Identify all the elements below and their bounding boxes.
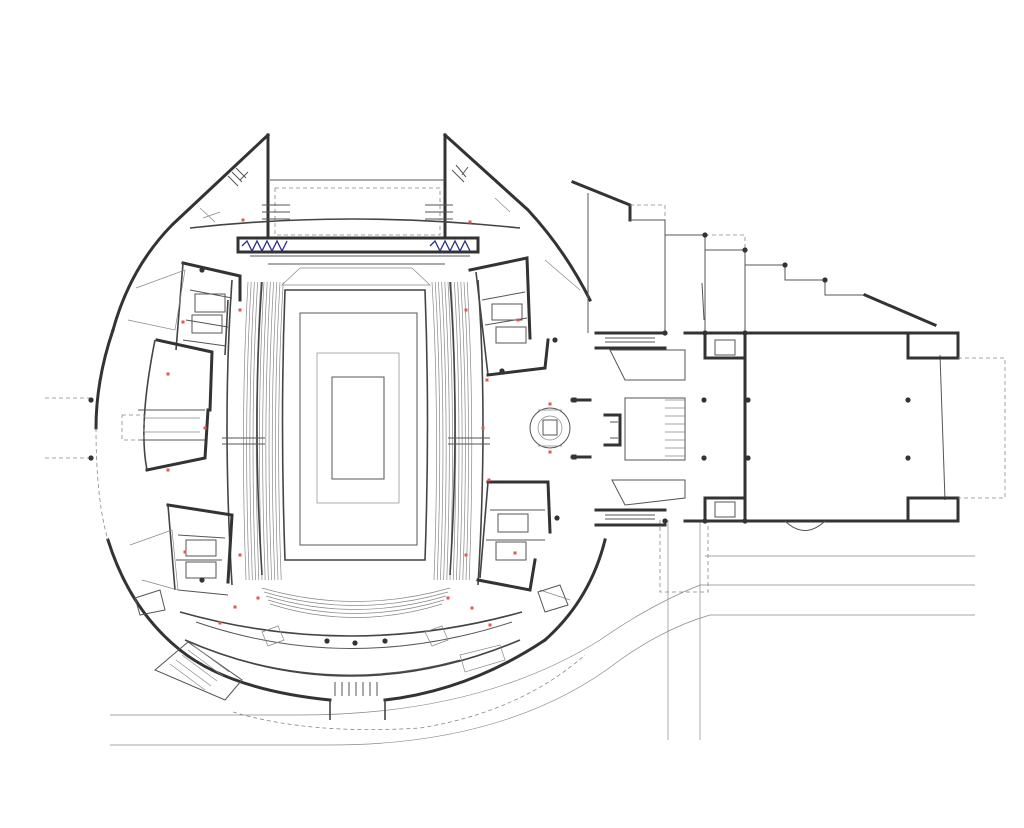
seating-row-east (444, 281, 450, 581)
seating-row-west (268, 281, 274, 581)
seating-row-west (271, 281, 278, 581)
seating-row-east (434, 281, 441, 581)
seating-row-west (278, 281, 284, 581)
column (742, 330, 748, 336)
red-marker (166, 372, 170, 376)
exit-markers (166, 218, 552, 627)
seating-row-east (466, 281, 473, 581)
red-marker (238, 553, 242, 557)
structural-columns (88, 232, 911, 646)
column (199, 267, 205, 273)
seating-row-south (267, 599, 445, 614)
column (905, 455, 911, 461)
red-marker (166, 468, 170, 472)
east-hall (683, 331, 1006, 531)
column (702, 518, 708, 524)
aisle-east (448, 437, 490, 445)
red-marker (468, 220, 472, 224)
red-marker (181, 320, 185, 324)
column (905, 397, 911, 403)
mechanical-left (241, 239, 288, 253)
column (782, 262, 788, 268)
column (745, 397, 751, 403)
red-marker (513, 551, 517, 555)
red-marker (548, 402, 552, 406)
east-rooms (468, 256, 581, 601)
arena-shell (94, 132, 607, 731)
red-marker (470, 606, 474, 610)
arena-floor (281, 289, 429, 561)
red-marker (203, 426, 207, 430)
column (662, 518, 668, 524)
red-marker (218, 621, 222, 625)
seating-row-south (265, 595, 447, 610)
seating-inner-east (449, 281, 456, 576)
seating-row-south (269, 603, 443, 618)
column (499, 368, 505, 374)
column (199, 577, 205, 583)
red-marker (548, 450, 552, 454)
seating-row-east (463, 281, 469, 581)
seating-row-east (460, 281, 466, 581)
column (662, 330, 668, 336)
column (88, 397, 94, 403)
red-marker (233, 605, 237, 609)
north-stage (199, 164, 511, 286)
red-marker (485, 378, 489, 382)
seating-row-south (263, 591, 449, 606)
column (382, 638, 388, 644)
column (702, 232, 708, 238)
seating-row-west (252, 281, 258, 581)
seating-row-west (265, 281, 271, 581)
column (554, 515, 560, 521)
seating-row-west (243, 281, 249, 581)
red-marker (516, 318, 520, 322)
red-marker (464, 553, 468, 557)
seating-edge-east (477, 279, 484, 586)
column (324, 638, 330, 644)
seating (222, 279, 490, 618)
site-paths (45, 397, 975, 746)
aisle-west (222, 437, 265, 445)
south-entries (134, 584, 569, 720)
seating-inner-west (256, 281, 263, 576)
column (88, 455, 94, 461)
red-marker (256, 596, 260, 600)
column (822, 277, 828, 283)
seating-row-east (438, 281, 444, 581)
seating-row-west (246, 281, 252, 581)
column (702, 330, 708, 336)
column (701, 455, 707, 461)
red-marker (488, 623, 492, 627)
red-marker (464, 308, 468, 312)
column (552, 337, 558, 343)
annex (571, 180, 937, 333)
red-marker (487, 478, 491, 482)
seating-row-south (261, 587, 451, 602)
column (352, 640, 358, 646)
seating-row-west (275, 281, 281, 581)
seating-row-east (431, 281, 437, 581)
foyer (529, 331, 686, 527)
west-rooms (121, 261, 242, 596)
red-marker (238, 308, 242, 312)
seating-row-east (457, 281, 463, 581)
seating-row-east (441, 281, 447, 581)
seating-row-east (454, 281, 460, 581)
red-marker (446, 596, 450, 600)
seating-row-west (262, 281, 268, 581)
seating-row-west (249, 281, 255, 581)
column (742, 518, 748, 524)
column (701, 397, 707, 403)
red-marker (241, 218, 245, 222)
column (745, 455, 751, 461)
red-marker (183, 550, 187, 554)
red-marker (481, 426, 485, 430)
column (742, 247, 748, 253)
